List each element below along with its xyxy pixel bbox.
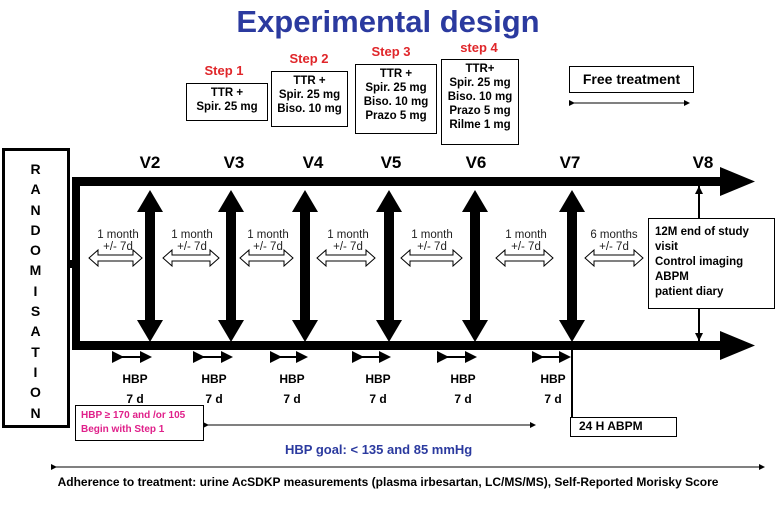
interval-arrow-2 bbox=[162, 248, 220, 268]
end-of-study-line: 12M end of study bbox=[655, 226, 749, 238]
timeline-bottom-bar bbox=[73, 341, 723, 350]
randomisation-box: RANDOMISATION bbox=[2, 148, 70, 428]
interval-label-2: 1 month+/- 7d bbox=[171, 229, 213, 253]
interval-label-5: 1 month+/- 7d bbox=[411, 229, 453, 253]
hbp-threshold-line: HBP ≥ 170 and /or 105 bbox=[81, 410, 186, 421]
interval-arrow-5 bbox=[400, 248, 463, 268]
interval-arrow-3 bbox=[239, 248, 294, 268]
step-2-line: Spir. 25 mg bbox=[278, 89, 341, 101]
visit-label-v2: V2 bbox=[139, 153, 161, 172]
interval-label-3: 1 month+/- 7d bbox=[247, 229, 289, 253]
step-1-line: TTR + bbox=[210, 87, 244, 99]
end-of-study-line: ABPM bbox=[655, 271, 689, 283]
hbp-threshold-box: HBP ≥ 170 and /or 105 Begin with Step 1 bbox=[75, 405, 204, 441]
page-title: Experimental design bbox=[236, 4, 540, 39]
visit-arrow-v5 bbox=[376, 190, 402, 342]
interval-arrow-7 bbox=[584, 248, 644, 268]
hbp-threshold-line: Begin with Step 1 bbox=[81, 424, 165, 435]
visit-label-v6: V6 bbox=[465, 153, 487, 172]
step-2-label: Step 2 bbox=[289, 51, 329, 66]
timeline-bottom-arrowhead bbox=[720, 331, 755, 360]
step-4-line: Biso. 10 mg bbox=[447, 91, 513, 103]
step-4-line: Rilme 1 mg bbox=[449, 119, 511, 131]
end-of-study-line: patient diary bbox=[655, 286, 724, 298]
visit-label-v4: V4 bbox=[302, 153, 324, 172]
end-of-study-line: Control imaging bbox=[655, 256, 744, 268]
step-3-line: Prazo 5 mg bbox=[365, 110, 427, 122]
free-treatment-box: Free treatment bbox=[569, 66, 694, 93]
interval-label-6: 1 month+/- 7d bbox=[505, 229, 547, 253]
adherence-text: Adherence to treatment: urine AcSDKP mea… bbox=[57, 475, 719, 489]
visit-label-v5: V5 bbox=[380, 153, 402, 172]
step-2-line: Biso. 10 mg bbox=[277, 103, 342, 115]
step-3-line: Spir. 25 mg bbox=[365, 82, 427, 94]
interval-arrow-1 bbox=[88, 248, 143, 268]
step-2-line: TTR + bbox=[293, 75, 326, 87]
step-3-box: TTR + Spir. 25 mg Biso. 10 mg Prazo 5 mg bbox=[355, 64, 437, 134]
interval-arrow-6 bbox=[495, 248, 554, 268]
hbp-goal-text: HBP goal: < 135 and 85 mmHg bbox=[285, 442, 473, 457]
visit-arrow-v4 bbox=[292, 190, 318, 342]
step-1-label: Step 1 bbox=[204, 63, 244, 78]
timeline-left-bar bbox=[72, 177, 80, 350]
step-4-box: TTR+ Spir. 25 mg Biso. 10 mg Prazo 5 mg … bbox=[441, 59, 519, 145]
step-2-box: TTR + Spir. 25 mg Biso. 10 mg bbox=[271, 71, 348, 127]
step-3-line: Biso. 10 mg bbox=[363, 96, 429, 108]
interval-arrows bbox=[88, 248, 644, 268]
end-of-study-line: visit bbox=[655, 241, 679, 253]
step-4-line: TTR+ bbox=[465, 63, 495, 75]
visit-label-v8: V8 bbox=[692, 153, 714, 172]
interval-label-7: 6 months+/- 7d bbox=[590, 229, 638, 253]
visit-arrow-v6 bbox=[462, 190, 488, 342]
visit-label-v7: V7 bbox=[559, 153, 581, 172]
interval-arrow-4 bbox=[316, 248, 376, 268]
visit-vertical-arrows bbox=[137, 186, 703, 342]
visit-arrow-v7 bbox=[559, 190, 585, 342]
interval-label-4: 1 month+/- 7d bbox=[327, 229, 369, 253]
step-4-line: Prazo 5 mg bbox=[449, 105, 511, 117]
randomisation-label: RANDOMISATION bbox=[29, 161, 43, 421]
step-1-line: Spir. 25 mg bbox=[196, 101, 258, 113]
interval-label-1: 1 month+/- 7d bbox=[97, 229, 139, 253]
timeline-top-arrowhead bbox=[720, 167, 755, 196]
step-4-label: step 4 bbox=[460, 40, 498, 55]
step-3-label: Step 3 bbox=[371, 44, 411, 59]
step-1-box: TTR + Spir. 25 mg bbox=[186, 83, 268, 121]
visit-arrow-v2 bbox=[137, 190, 163, 342]
visit-arrow-v3 bbox=[218, 190, 244, 342]
visit-label-v3: V3 bbox=[223, 153, 245, 172]
abpm-box: 24 H ABPM bbox=[570, 417, 677, 437]
step-3-line: TTR + bbox=[379, 68, 413, 80]
timeline-top-bar bbox=[73, 177, 723, 186]
end-of-study-box: 12M end of study visit Control imaging A… bbox=[648, 218, 775, 309]
step-4-line: Spir. 25 mg bbox=[449, 77, 511, 89]
